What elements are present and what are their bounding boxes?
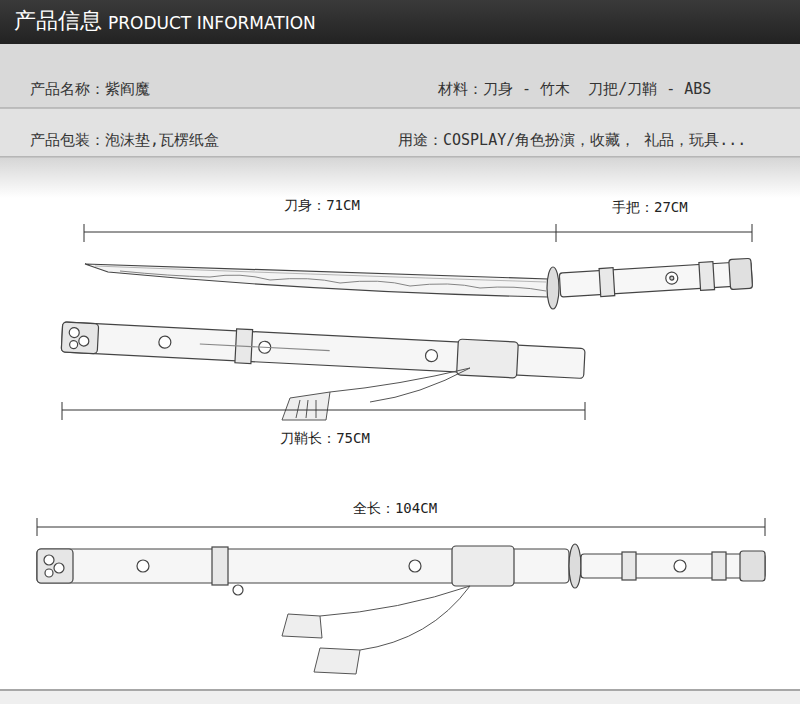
tsuba — [547, 267, 559, 309]
cord — [200, 344, 330, 351]
blade — [85, 264, 548, 297]
scabbard-body — [61, 322, 585, 378]
sword-drawing — [85, 258, 753, 309]
tassel-fringe — [296, 400, 316, 418]
tassel — [282, 586, 470, 674]
dimension-line — [84, 232, 752, 233]
info-text: 产品名称：紫阎魔 — [30, 80, 150, 98]
dimension-label: 手把：27CM — [612, 199, 688, 216]
dimension-tick — [84, 224, 85, 242]
dimension-line — [62, 410, 585, 411]
info-text: 材料：刀身 - 竹木 刀把/刀鞘 - ABS — [438, 80, 711, 98]
info-text: 用途：COSPLAY/角色扮演，收藏， 礼品，玩具... — [398, 131, 746, 149]
info-band — [0, 44, 800, 108]
pommel — [740, 551, 765, 581]
hamon-line — [120, 271, 546, 291]
tassel-fringe — [314, 648, 360, 674]
dimension-line — [62, 402, 585, 420]
dimension-label: 刀身：71CM — [284, 197, 360, 214]
flower-ornament — [137, 560, 149, 572]
tassel-fringe — [282, 392, 330, 420]
bottom-rule — [0, 689, 800, 691]
tassel-cord — [370, 368, 470, 402]
cap-cutout — [69, 340, 77, 348]
cord-wrap — [452, 546, 514, 586]
dimension-tick — [62, 402, 63, 420]
cap-cutout — [54, 563, 64, 573]
cap-cutout — [69, 327, 79, 337]
info-text: 产品包装：泡沫垫,瓦楞纸盒 — [30, 131, 219, 149]
handle-body — [581, 554, 765, 578]
cap-cutout — [79, 336, 89, 346]
handle-wrap — [699, 262, 715, 291]
pommel — [729, 258, 753, 289]
sheathed-sword — [37, 544, 765, 595]
flower-ornament — [674, 560, 686, 572]
tassel-cord — [330, 368, 470, 392]
header-title: 产品信息 — [14, 8, 102, 34]
tassel-cord — [360, 586, 470, 650]
handle-wrap — [599, 268, 615, 297]
tassel-cord — [320, 586, 470, 616]
dimension-line — [37, 527, 765, 528]
scabbard-cap — [61, 322, 98, 354]
flower-ornament — [409, 560, 421, 572]
bottom-strip — [0, 691, 800, 704]
dimension-tick — [765, 518, 766, 536]
flower-ornament — [425, 349, 438, 362]
shade — [0, 158, 800, 198]
cap-cutout — [45, 569, 53, 577]
blade-ridge — [95, 266, 546, 282]
tassel-fringe — [282, 614, 322, 638]
handle-body — [559, 261, 752, 297]
header-subtitle: PRODUCT INFORMATION — [108, 13, 316, 33]
tassel — [282, 368, 470, 420]
flower-ornament — [233, 585, 243, 595]
dimension-tick — [556, 224, 557, 242]
cord-band — [212, 547, 228, 585]
header-bar — [0, 0, 800, 44]
handle — [559, 258, 752, 300]
dimension-tick — [752, 224, 753, 242]
info-band — [0, 108, 800, 157]
handle-wrap — [712, 552, 726, 580]
cord-wrap — [457, 339, 519, 378]
row-rule — [0, 108, 800, 109]
dimension-tick — [37, 518, 38, 536]
dimension-tick — [585, 402, 586, 420]
dimension-line — [37, 518, 765, 536]
flower-ornament — [670, 276, 674, 280]
flower-ornament — [665, 272, 678, 285]
tsuba — [569, 544, 581, 588]
scabbard-drawing — [61, 319, 585, 381]
row-rule — [0, 157, 800, 158]
scabbard-cap — [37, 549, 73, 583]
dimension-label: 刀鞘长：75CM — [280, 430, 370, 447]
cap-cutout — [44, 555, 54, 565]
flower-ornament — [159, 336, 172, 349]
dimension-label: 全长：104CM — [353, 500, 437, 517]
dimension-line — [84, 224, 752, 242]
handle-wrap — [622, 552, 636, 580]
